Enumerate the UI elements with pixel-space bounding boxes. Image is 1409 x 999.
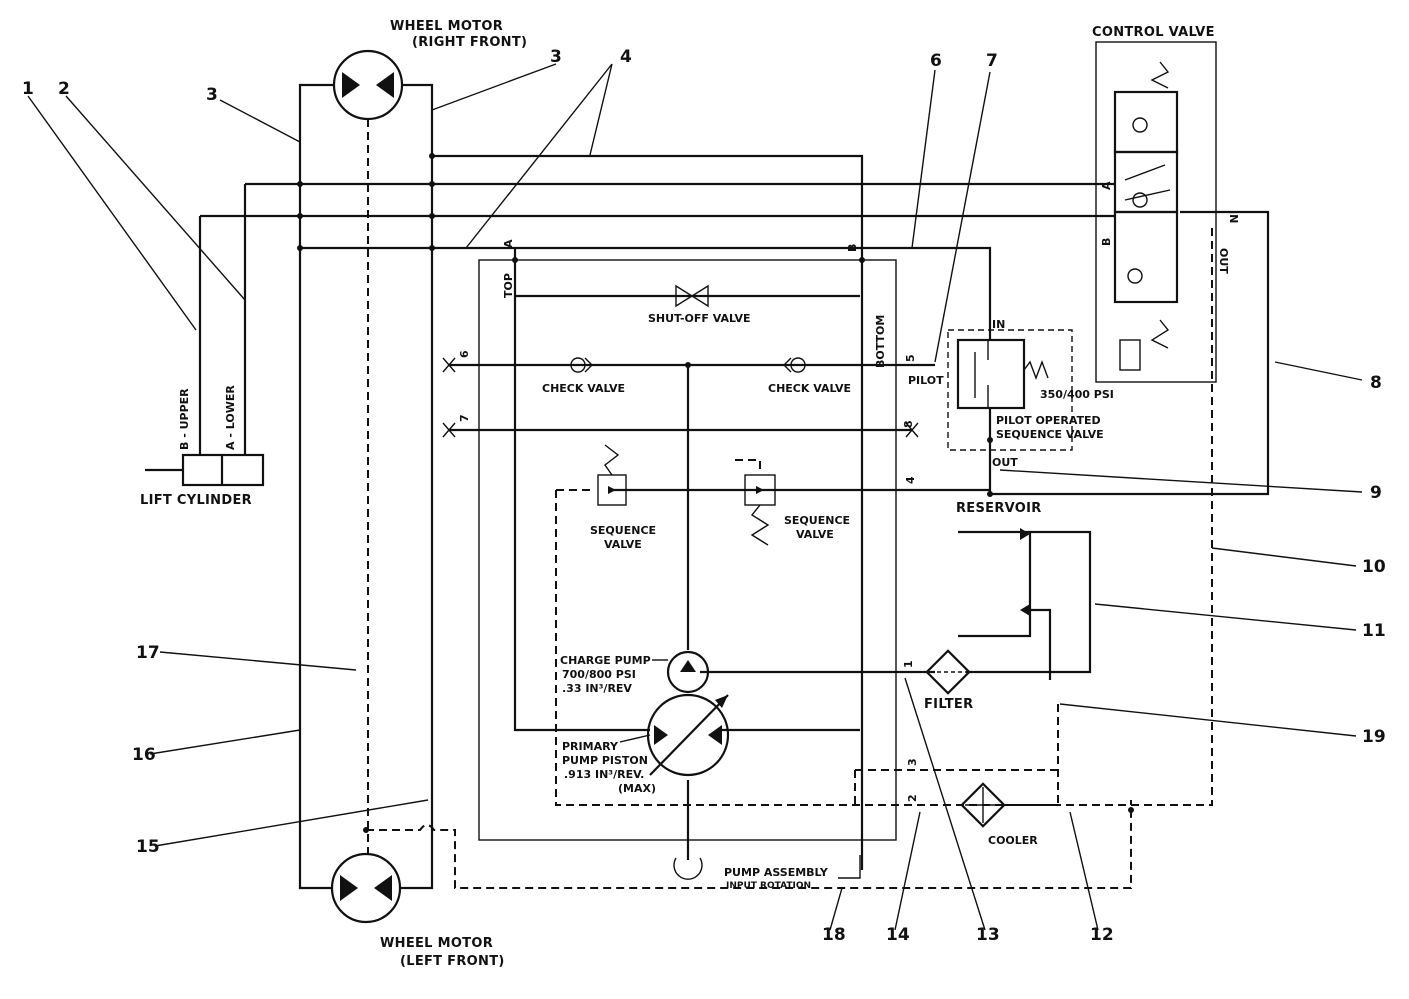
- reservoir-label: RESERVOIR: [956, 501, 1042, 516]
- cv-b-label: B: [1100, 238, 1113, 246]
- primary-rev: .913 IN³/REV.: [564, 768, 644, 781]
- port-5-label: 5: [904, 354, 917, 362]
- primary-label: PRIMARY: [562, 740, 619, 753]
- port-6-label: 6: [458, 350, 471, 358]
- pilot-operated-sequence-valve: [947, 329, 1073, 494]
- charge-pump: [666, 650, 710, 694]
- check-valve-right-label: CHECK VALVE: [768, 382, 851, 395]
- a-lower-label: A - LOWER: [224, 385, 237, 450]
- wheel-motor-lf-sub: (LEFT FRONT): [400, 954, 505, 969]
- wheel-motor-rf-label: WHEEL MOTOR: [390, 19, 503, 34]
- shut-off-valve-label: SHUT-OFF VALVE: [648, 312, 751, 325]
- pilot-label: PILOT: [908, 374, 944, 387]
- callout-1: 1: [22, 79, 34, 99]
- filter-label: FILTER: [924, 697, 973, 712]
- callout-7: 7: [986, 51, 998, 71]
- check-valve-left-label: CHECK VALVE: [542, 382, 625, 395]
- port-a-label: A: [502, 239, 515, 248]
- cv-a-label: A: [1100, 181, 1113, 190]
- seq-valve-left-label: SEQUENCE: [590, 524, 656, 537]
- callout-12: 12: [1090, 925, 1114, 945]
- callout-19: 19: [1362, 727, 1386, 747]
- callout-13: 13: [976, 925, 1000, 945]
- callout-8: 8: [1370, 373, 1382, 393]
- cv-out-label: OUT: [1217, 248, 1230, 274]
- cv-in-label: IN: [1227, 210, 1240, 223]
- callout-18: 18: [822, 925, 846, 945]
- wheel-motor-rf-sub: (RIGHT FRONT): [412, 35, 527, 50]
- shut-off-valve: [675, 284, 709, 308]
- wheel-motor-right-front: [332, 49, 404, 121]
- b-upper-label: B - UPPER: [178, 388, 191, 450]
- callout-17: 17: [136, 643, 160, 663]
- primary-max: (MAX): [618, 782, 656, 795]
- lift-cylinder: [145, 453, 265, 487]
- seq-in-label: IN: [992, 318, 1005, 331]
- filter: [925, 649, 971, 695]
- port-8-label: 8: [902, 420, 915, 428]
- control-valve: [1095, 41, 1217, 383]
- pump-assembly-label: PUMP ASSEMBLY: [724, 866, 829, 879]
- callout-2: 2: [58, 79, 70, 99]
- port-4-label: 4: [904, 476, 917, 484]
- sequence-valve-left: [597, 444, 627, 506]
- port-1-label: 1: [902, 660, 915, 668]
- lift-cylinder-label: LIFT CYLINDER: [140, 493, 252, 508]
- control-valve-label: CONTROL VALVE: [1092, 25, 1215, 40]
- top-label: TOP: [502, 273, 515, 298]
- sequence-valve-right: [744, 474, 776, 546]
- primary-pump-piston: [646, 693, 730, 777]
- callout-9: 9: [1370, 483, 1382, 503]
- callout-3-left: 3: [206, 85, 218, 105]
- charge-pump-psi: 700/800 PSI: [562, 668, 636, 681]
- cooler: [960, 782, 1006, 828]
- callout-15: 15: [136, 837, 160, 857]
- charge-pump-label: CHARGE PUMP: [560, 654, 651, 667]
- pilot-operated-sub: SEQUENCE VALVE: [996, 428, 1104, 441]
- seq-out-label: OUT: [992, 456, 1018, 469]
- port-b-label: B: [846, 244, 859, 252]
- charge-pump-rev: .33 IN³/REV: [562, 682, 632, 695]
- wheel-motor-lf-label: WHEEL MOTOR: [380, 936, 493, 951]
- seq-valve-right-label: SEQUENCE: [784, 514, 850, 527]
- callout-16: 16: [132, 745, 156, 765]
- reservoir: [958, 528, 1092, 680]
- seq-valve-right-sub: VALVE: [796, 528, 834, 541]
- seq-valve-left-sub: VALVE: [604, 538, 642, 551]
- input-rotation-label: INPUT ROTATION: [726, 881, 811, 891]
- cooler-label: COOLER: [988, 834, 1038, 847]
- callout-3-right: 3: [550, 47, 562, 67]
- callout-14: 14: [886, 925, 910, 945]
- wheel-motor-left-front: [330, 852, 402, 924]
- callout-11: 11: [1362, 621, 1386, 641]
- junction-dots: [297, 153, 1134, 833]
- psi-350-label: 350/400 PSI: [1040, 388, 1114, 401]
- check-valve-right: [783, 357, 806, 373]
- port-2-label: 2: [906, 794, 919, 802]
- bottom-label: BOTTOM: [874, 315, 887, 368]
- check-valve-left: [570, 357, 593, 373]
- primary-piston: PUMP PISTON: [562, 754, 648, 767]
- port-3-label: 3: [906, 758, 919, 766]
- callout-6: 6: [930, 51, 942, 71]
- pilot-operated-label: PILOT OPERATED: [996, 414, 1101, 427]
- callout-4: 4: [620, 47, 632, 67]
- callout-10: 10: [1362, 557, 1386, 577]
- port-7-label: 7: [458, 414, 471, 422]
